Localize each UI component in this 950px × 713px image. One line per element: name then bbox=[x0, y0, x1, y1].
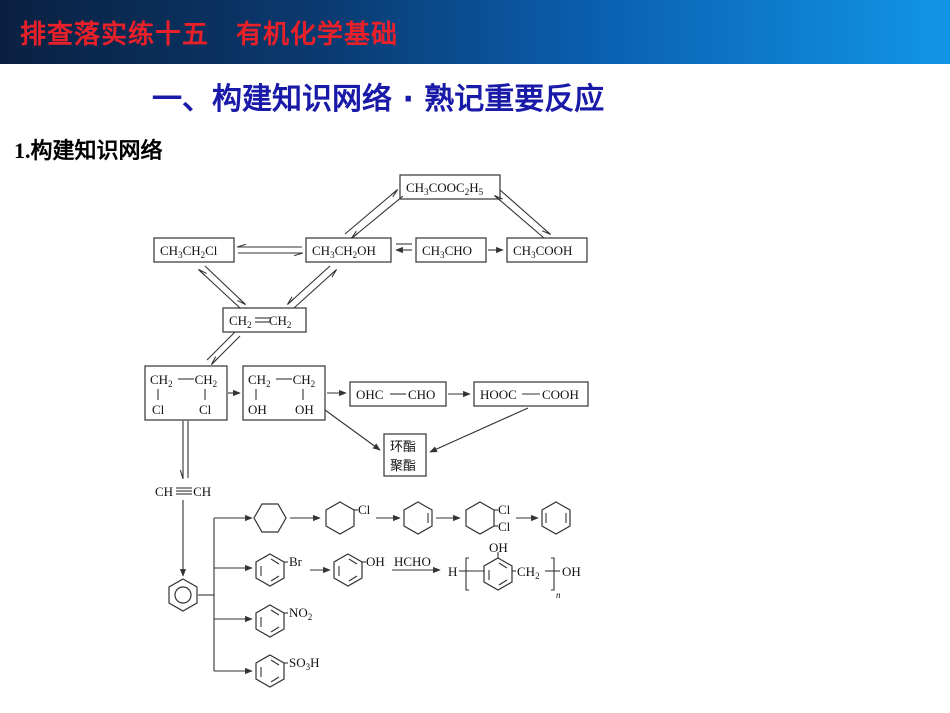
dichloroethane-box bbox=[144, 365, 228, 421]
ethyl-acetate-label: CH3COOC2H5 bbox=[406, 180, 484, 197]
sulfonic-group: SO3H bbox=[289, 655, 320, 672]
acetaldehyde-label: CH3CHO bbox=[422, 243, 472, 260]
ethylene-glycol-box bbox=[242, 365, 326, 421]
ethanol-box bbox=[305, 237, 392, 263]
resin-ring bbox=[483, 557, 513, 591]
ethanol-label: CH3CH2OH bbox=[312, 243, 376, 260]
formaldehyde-reagent: HCHO bbox=[394, 554, 431, 569]
benzene-ring bbox=[168, 578, 198, 612]
dichlorocyclohexane-ring bbox=[465, 501, 495, 535]
phenol-oh: OH bbox=[366, 554, 385, 569]
arrow-ester-to-ethanol bbox=[352, 195, 404, 238]
ethylene-label: CH2 CH2 bbox=[229, 313, 291, 330]
cyclohexadiene-ring bbox=[541, 501, 571, 535]
acetaldehyde-box bbox=[415, 237, 487, 263]
resin-oh-top: OH bbox=[489, 540, 508, 555]
nitrobenzene-ring bbox=[255, 604, 285, 638]
dichlorocyclohexane-cl-2: Cl bbox=[498, 519, 511, 534]
bromobenzene-br: Br bbox=[289, 554, 303, 569]
chloroethane-label: CH3CH2Cl bbox=[160, 243, 218, 260]
glyoxal-b: CHO bbox=[408, 387, 435, 402]
acetic-acid-label: CH3COOH bbox=[513, 243, 572, 260]
glyoxal-a: OHC bbox=[356, 387, 383, 402]
arrow-chloroethane-to-ethylene bbox=[204, 265, 245, 304]
subsection-number: 1. bbox=[14, 138, 31, 163]
dichlorocyclohexane-cl-1: Cl bbox=[498, 502, 511, 517]
glycol-oh-2: OH bbox=[295, 402, 314, 417]
arrow-acid-to-ester-2 bbox=[495, 196, 545, 239]
bromobenzene-ring bbox=[255, 553, 285, 587]
benzenesulfonic-ring bbox=[255, 654, 285, 688]
acetic-acid-box bbox=[506, 237, 588, 263]
arrow-ethylene-to-dichloroethane bbox=[212, 335, 241, 364]
resin-n: n bbox=[556, 590, 561, 600]
resin-oh-end: OH bbox=[562, 564, 581, 579]
dichloroethane-cl-2: Cl bbox=[199, 402, 212, 417]
chloroethane-box bbox=[153, 237, 235, 263]
arrow-oxalic-to-esters bbox=[429, 407, 529, 453]
arrow-glycol-to-esters bbox=[324, 409, 381, 451]
resin-h: H bbox=[448, 564, 457, 579]
resin-bracket-left bbox=[465, 557, 469, 591]
cyclohexane-ring bbox=[253, 503, 287, 533]
nitro-group: NO2 bbox=[289, 605, 312, 622]
ethylene-box bbox=[222, 307, 307, 333]
dichloroethane-cl-1: Cl bbox=[152, 402, 165, 417]
polyester-label: 聚酯 bbox=[390, 458, 416, 473]
header-bar: 排查落实练十五 有机化学基础 bbox=[0, 0, 950, 64]
section-title: 一、构建知识网络 · 熟记重要反应 bbox=[152, 82, 605, 117]
esters-box bbox=[383, 433, 427, 477]
arrow-ethylene-to-chloroethane bbox=[199, 270, 241, 309]
slide-header-title: 排查落实练十五 有机化学基础 bbox=[20, 20, 399, 50]
cyclohexene-ring bbox=[403, 501, 433, 535]
subsection-title: 1.构建知识网络 bbox=[14, 133, 163, 165]
arrow-acid-to-ester-1 bbox=[499, 189, 550, 234]
arrow-ethanol-to-ester bbox=[344, 190, 397, 235]
ethyl-acetate-box bbox=[399, 174, 501, 200]
oxalic-b: COOH bbox=[542, 387, 579, 402]
oxalic-a: HOOC bbox=[480, 387, 517, 402]
resin-bracket-right bbox=[551, 557, 555, 591]
phenol-ring bbox=[333, 553, 363, 587]
subsection-text: 构建知识网络 bbox=[30, 139, 163, 164]
glycol-oh-1: OH bbox=[248, 402, 267, 417]
arrow-ethylene-to-ethanol bbox=[293, 270, 336, 309]
arrow-ethanol-to-ethylene bbox=[288, 265, 331, 304]
cyclic-ester-label: 环酯 bbox=[390, 439, 416, 454]
resin-ch2: CH2 bbox=[517, 564, 540, 581]
chlorocyclohexane-ring bbox=[325, 501, 355, 535]
chlorocyclohexane-cl: Cl bbox=[358, 502, 371, 517]
